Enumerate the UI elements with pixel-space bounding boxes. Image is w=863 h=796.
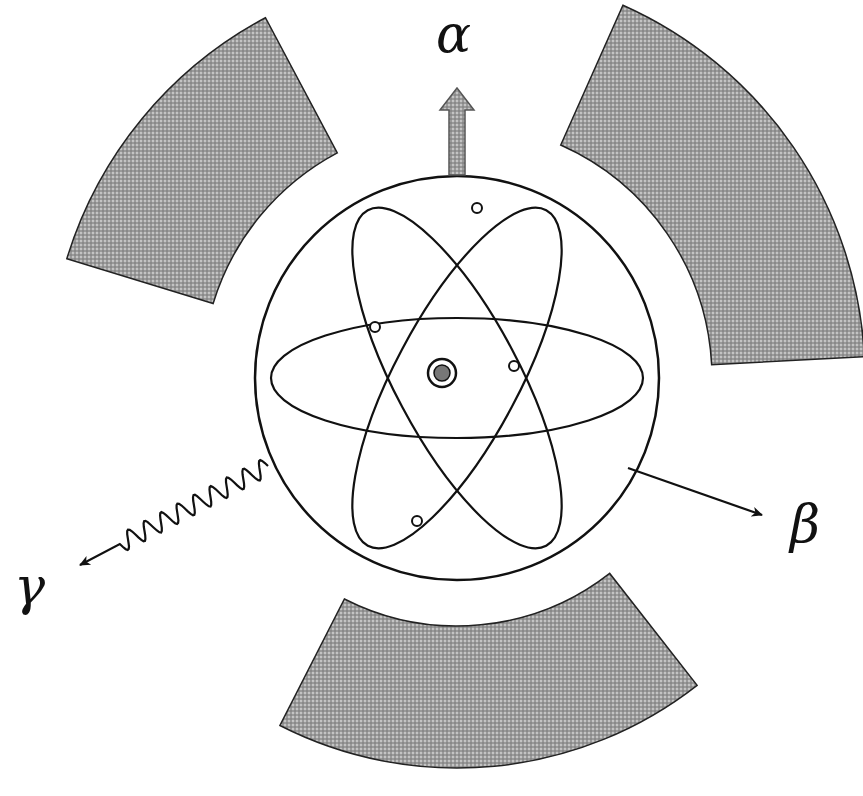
- electron-orbits: [271, 181, 643, 575]
- beta-arrow: [628, 468, 762, 515]
- atom-boundary: [255, 176, 659, 580]
- gamma-wave: [80, 460, 268, 565]
- alpha-label: α: [436, 8, 471, 60]
- alpha-arrow: [440, 88, 474, 175]
- shield-arc: [280, 573, 697, 768]
- beta-label: β: [790, 498, 820, 550]
- nucleus: [428, 359, 456, 387]
- gamma-label: γ: [14, 560, 45, 612]
- electrons: [370, 203, 519, 526]
- shield-arcs: [67, 5, 863, 768]
